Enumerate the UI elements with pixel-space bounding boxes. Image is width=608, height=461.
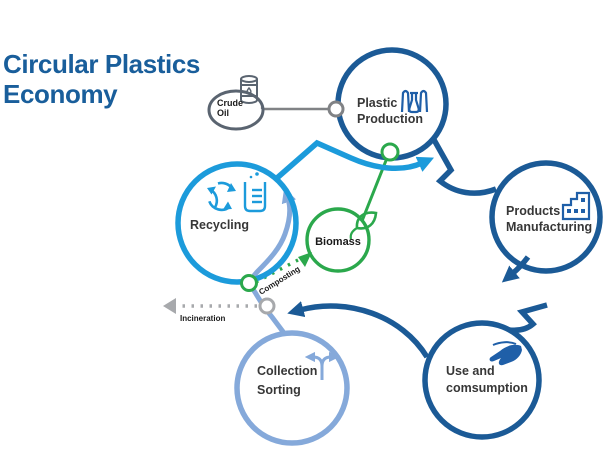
plastic-production-label-line1: Plastic (357, 96, 397, 110)
petrochemical-plant-icon (400, 89, 429, 114)
sorting-arrows-icon (304, 351, 340, 380)
beaker-icon (243, 172, 267, 213)
page-title-line1: Circular Plastics (3, 49, 200, 79)
flow-recycling-to-production (275, 139, 435, 181)
crude-oil-label-line2: Oil (217, 108, 229, 118)
composting-label: Composting (257, 264, 301, 296)
collection-sorting-label-line2: Sorting (257, 383, 301, 397)
incineration-node (258, 297, 276, 315)
recycle-icon (207, 181, 236, 212)
biomass-label: Biomass (315, 236, 361, 248)
recycling-label: Recycling (190, 218, 249, 232)
oil-barrel-icon (240, 75, 258, 104)
page-title-line2: Economy (3, 79, 118, 109)
collection-sorting-label-line1: Collection (257, 364, 317, 378)
products-manufacturing-circle (489, 160, 603, 274)
biomass-circle (305, 207, 371, 273)
flow-use-to-sorting (287, 301, 430, 359)
products-manufacturing-label-line2: Manufacturing (506, 220, 592, 234)
crude-oil-label-line1: Crude (217, 98, 243, 108)
factory-icon (561, 191, 591, 221)
collection-sorting-circle (234, 330, 350, 446)
plastic-production-label-line2: Production (357, 112, 423, 126)
use-consumption-circle (422, 320, 542, 440)
products-manufacturing-label-line1: Products (506, 204, 560, 218)
composting-arrowhead (298, 252, 312, 267)
biomass-node (380, 142, 400, 162)
hand-icon (489, 341, 522, 366)
composting-node (240, 274, 258, 292)
incineration-arrowhead (163, 298, 176, 314)
crude-oil-circle (207, 89, 265, 131)
flow-manufacturing-to-use-tail (508, 302, 548, 334)
flow-production-to-manufacturing (430, 136, 497, 196)
recycling-circle (175, 161, 299, 285)
use-consumption-label-line2: comsumption (446, 381, 528, 395)
incineration-label: Incineration (180, 314, 225, 323)
crude-oil-node (327, 100, 345, 118)
use-consumption-label-line1: Use and (446, 364, 495, 378)
leaf-icon (349, 211, 378, 240)
